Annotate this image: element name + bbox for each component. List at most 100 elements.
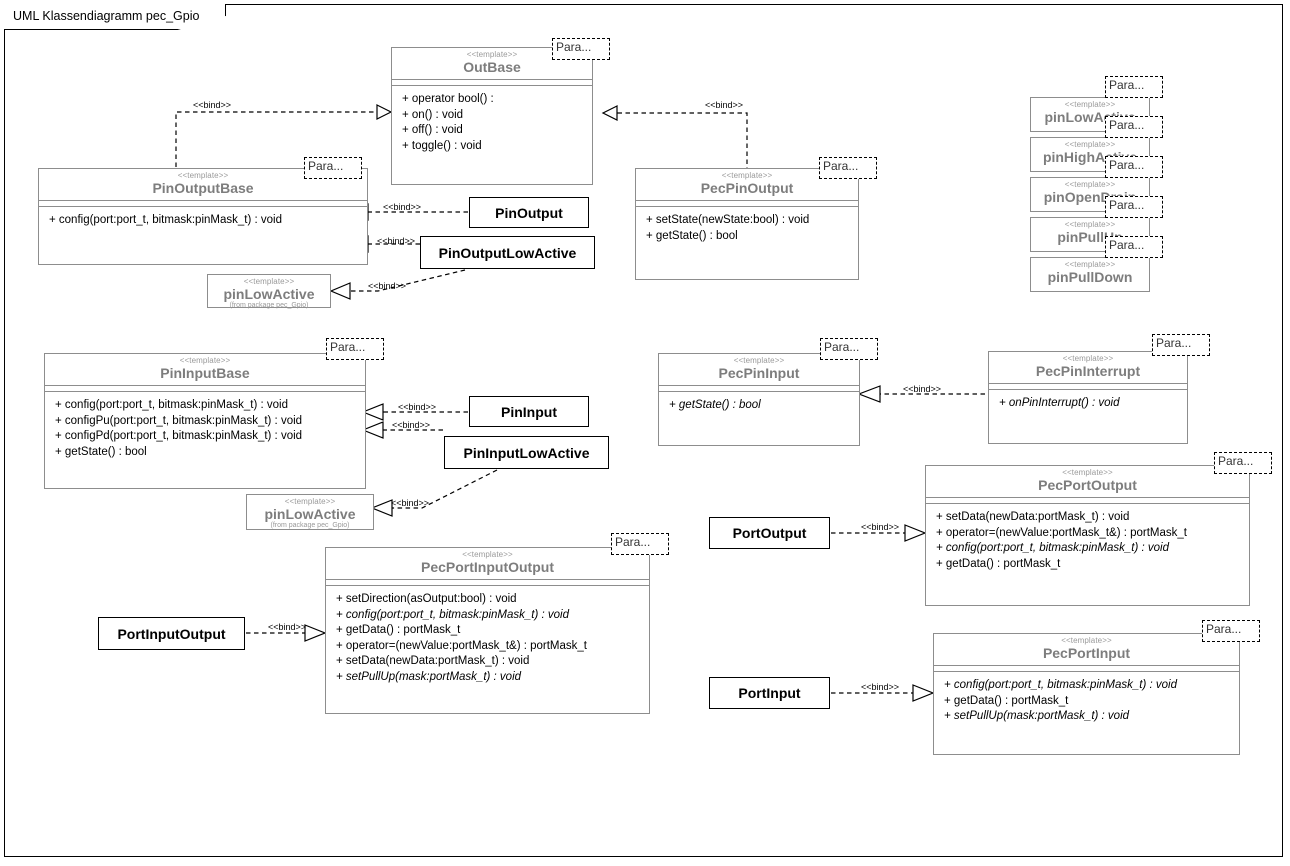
class-name-pinoutputbase: PinOutputBase	[152, 180, 254, 196]
operation-row: + configPu(port:port_t, bitmask:pinMask_…	[55, 414, 303, 427]
class-header-pecportinputoutput: <<template>> PecPortInputOutput	[326, 548, 649, 580]
para-box-pecpininput[interactable]: Para...	[820, 338, 878, 360]
class-header-pecpininterrupt: <<template>> PecPinInterrupt	[989, 352, 1187, 384]
stereotype-label: <<template>>	[179, 356, 231, 365]
para-box-pinoutputbase[interactable]: Para...	[304, 157, 362, 179]
class-name-pecpinoutput: PecPinOutput	[700, 180, 794, 196]
class-box-pecpininput[interactable]: <<template>> PecPinInput + getState() : …	[658, 353, 860, 446]
class-name-pecpininterrupt: PecPinInterrupt	[1035, 363, 1141, 379]
para-box-pecportoutput[interactable]: Para...	[1214, 452, 1272, 474]
operation-row: + config(port:port_t, bitmask:pinMask_t)…	[944, 679, 1177, 691]
class-box-pinoutputbase[interactable]: <<template>> PinOutputBase + config(port…	[38, 168, 368, 265]
class-operations-pecportoutput: + setData(newData:portMask_t) : void + o…	[926, 504, 1249, 576]
bind-label-pininputlowactive-base: <<bind>>	[392, 420, 431, 430]
class-name-pecportinputoutput: PecPortInputOutput	[421, 559, 554, 575]
operation-row: + off() : void	[402, 124, 463, 136]
operation-row: + setState(newState:bool) : void	[646, 214, 810, 226]
class-attributes-pecpinoutput	[636, 201, 858, 207]
class-name-outbase: OutBase	[463, 59, 521, 75]
class-header-outbase: <<template>> OutBase	[392, 48, 592, 80]
class-box-pinpulldown-right[interactable]: <<template>> pinPullDown	[1030, 257, 1150, 292]
class-box-pininputlowactive[interactable]: PinInputLowActive	[444, 436, 609, 469]
class-operations-pininputbase: + config(port:port_t, bitmask:pinMask_t)…	[45, 392, 365, 464]
class-name-pinlowactive-output: pinLowActive	[223, 286, 315, 302]
bind-label-pecpinoutput-outbase: <<bind>>	[705, 100, 744, 110]
class-box-pecportinput[interactable]: <<template>> PecPortInput + config(port:…	[933, 633, 1240, 755]
class-box-pecportinputoutput[interactable]: <<template>> PecPortInputOutput + setDir…	[325, 547, 650, 714]
class-name-pecportinput: PecPortInput	[1042, 645, 1131, 661]
class-operations-outbase: + operator bool() : + on() : void + off(…	[392, 86, 592, 158]
class-box-pecportoutput[interactable]: <<template>> PecPortOutput + setData(new…	[925, 465, 1250, 606]
bind-label-pinoutputlowactive-pinlowactive: <<bind>>	[368, 281, 407, 291]
from-package-label: (from package pec_Gpio)	[229, 302, 309, 309]
bind-label-pininput-pininputbase: <<bind>>	[398, 402, 437, 412]
class-operations-pecpininput: + getState() : bool	[659, 392, 859, 418]
class-attributes-pinoutputbase	[39, 201, 367, 207]
stereotype-label: <<template>>	[1062, 468, 1113, 477]
operation-row: + operator=(newValue:portMask_t&) : port…	[336, 639, 587, 652]
bind-label-portoutput-pecportoutput: <<bind>>	[861, 522, 900, 532]
operation-row: + getState() : bool	[55, 445, 147, 458]
para-box-pecportinput[interactable]: Para...	[1202, 620, 1260, 642]
diagram-title-tab: UML Klassendiagramm pec_Gpio	[4, 4, 227, 30]
class-attributes-pecpininterrupt	[989, 384, 1187, 390]
para-box-pinhighactive-right[interactable]: Para...	[1105, 116, 1163, 138]
stereotype-label: <<template>>	[1062, 354, 1114, 363]
diagram-title: UML Klassendiagramm pec_Gpio	[13, 9, 200, 24]
stereotype-label: <<template>>	[1064, 140, 1116, 149]
operation-row: + config(port:port_t, bitmask:pinMask_t)…	[936, 542, 1169, 554]
operation-row: + setPullUp(mask:portMask_t) : void	[336, 670, 522, 683]
class-header-pecportinput: <<template>> PecPortInput	[934, 634, 1239, 666]
class-attributes-pecportinputoutput	[326, 580, 649, 586]
para-box-outbase[interactable]: Para...	[552, 38, 610, 60]
para-box-pecpininterrupt[interactable]: Para...	[1152, 334, 1210, 356]
operation-row: + setData(newData:portMask_t) : void	[936, 511, 1130, 523]
class-attributes-pecpininput	[659, 386, 859, 392]
operation-row: + setPullUp(mask:portMask_t) : void	[944, 710, 1130, 722]
class-box-pecpininterrupt[interactable]: <<template>> PecPinInterrupt + onPinInte…	[988, 351, 1188, 444]
para-box-pininputbase[interactable]: Para...	[326, 338, 384, 360]
bind-label-pinoutputbase-outbase: <<bind>>	[193, 100, 232, 110]
operation-row: + getData() : portMask_t	[944, 694, 1069, 707]
para-box-pinlowactive-right[interactable]: Para...	[1105, 76, 1163, 98]
para-box-pecpinoutput[interactable]: Para...	[819, 157, 877, 179]
para-box-pinpullup-right[interactable]: Para...	[1105, 196, 1163, 218]
class-box-portinput[interactable]: PortInput	[709, 677, 830, 709]
para-box-pecportinputoutput[interactable]: Para...	[611, 533, 669, 555]
class-box-portoutput[interactable]: PortOutput	[709, 517, 830, 549]
class-box-outbase[interactable]: <<template>> OutBase + operator bool() :…	[391, 47, 593, 185]
stereotype-label: <<template>>	[1061, 636, 1112, 645]
class-box-pinlowactive-input[interactable]: <<template>> pinLowActive (from package …	[246, 494, 374, 530]
class-header-pininputbase: <<template>> PinInputBase	[45, 354, 365, 386]
class-box-pininputbase[interactable]: <<template>> PinInputBase + config(port:…	[44, 353, 366, 489]
para-box-pinopendrain-right[interactable]: Para...	[1105, 156, 1163, 178]
bind-label-pecpininterrupt-pecpininput: <<bind>>	[903, 384, 942, 394]
class-attributes-outbase	[392, 80, 592, 86]
stereotype-label: <<template>>	[1064, 260, 1116, 269]
class-name-pecpininput: PecPinInput	[718, 365, 800, 381]
class-header-pinlowactive-input: <<template>> pinLowActive (from package …	[247, 495, 373, 534]
stereotype-label: <<template>>	[243, 277, 295, 286]
class-operations-pinoutputbase: + config(port:port_t, bitmask:pinMask_t)…	[39, 207, 367, 233]
class-box-pinoutput[interactable]: PinOutput	[469, 197, 589, 228]
class-operations-pecpininterrupt: + onPinInterrupt() : void	[989, 390, 1187, 416]
operation-row: + setDirection(asOutput:bool) : void	[336, 593, 517, 605]
class-box-pecpinoutput[interactable]: <<template>> PecPinOutput + setState(new…	[635, 168, 859, 280]
para-box-pinpulldown-right[interactable]: Para...	[1105, 236, 1163, 258]
class-box-pininput[interactable]: PinInput	[469, 396, 589, 427]
operation-row: + config(port:port_t, bitmask:pinMask_t)…	[55, 399, 288, 411]
class-box-pinoutputlowactive[interactable]: PinOutputLowActive	[420, 236, 595, 269]
class-attributes-pecportoutput	[926, 498, 1249, 504]
class-box-pinlowactive-output[interactable]: <<template>> pinLowActive (from package …	[207, 274, 331, 309]
stereotype-label: <<template>>	[1064, 220, 1116, 229]
class-operations-pecportinput: + config(port:port_t, bitmask:pinMask_t)…	[934, 672, 1239, 729]
bind-label-pinoutput-pinoutputbase: <<bind>>	[383, 202, 422, 212]
operation-row: + toggle() : void	[402, 139, 482, 152]
operation-row: + onPinInterrupt() : void	[999, 397, 1120, 409]
class-name-pinpulldown-right: pinPullDown	[1047, 269, 1133, 285]
class-attributes-pininputbase	[45, 386, 365, 392]
stereotype-label: <<template>>	[1064, 180, 1116, 189]
class-box-portinputoutput[interactable]: PortInputOutput	[98, 617, 245, 650]
operation-row: + config(port:port_t, bitmask:pinMask_t)…	[336, 608, 569, 621]
